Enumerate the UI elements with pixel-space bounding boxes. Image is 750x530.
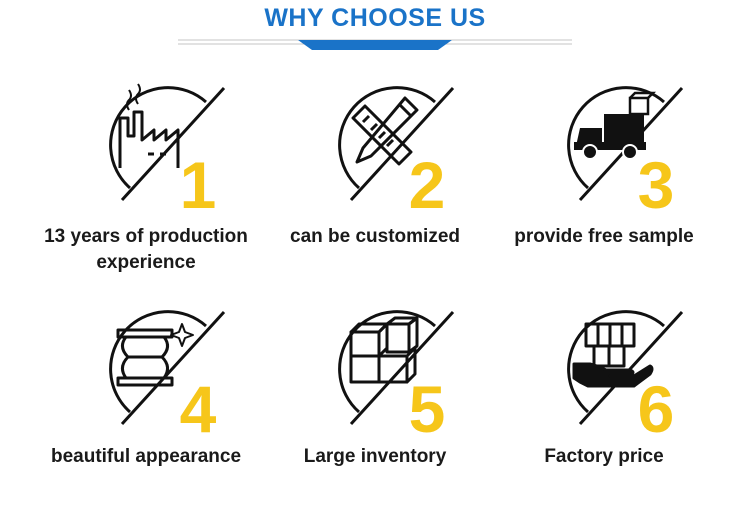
feature-number: 5 — [409, 372, 446, 446]
feature-label: provide free sample — [514, 226, 694, 247]
feature-number: 6 — [638, 372, 675, 446]
page-title: WHY CHOOSE US — [264, 4, 486, 32]
feature-customized: 2 can be customized — [255, 76, 495, 306]
feature-label: Large inventory — [303, 446, 447, 467]
feature-factory-price: 6 Factory price — [484, 300, 724, 530]
feature-large-inventory: 5 Large inventory — [255, 300, 495, 530]
feature-beautiful-appearance: 4 beautiful appearance — [26, 300, 266, 530]
feature-label: can be customized — [290, 226, 460, 247]
factory-icon — [118, 83, 180, 168]
feature-number: 3 — [638, 148, 675, 222]
feature-badge: 4 — [109, 310, 226, 446]
delivery-truck-icon — [574, 91, 657, 160]
feature-badge: 5 — [338, 310, 455, 446]
feature-badge: 3 — [567, 86, 684, 222]
title-divider — [178, 39, 572, 50]
feature-free-sample: 3 provide free sample — [484, 76, 724, 306]
rubber-joint-icon — [116, 323, 194, 387]
feature-production-experience: 1 13 years of production experience — [26, 76, 266, 306]
feature-number: 2 — [409, 148, 446, 222]
feature-label: 13 years of production experience — [44, 226, 248, 273]
feature-label: beautiful appearance — [50, 446, 242, 467]
feature-badge: 2 — [338, 86, 455, 222]
ruler-pencil-icon — [351, 96, 419, 166]
feature-label: Factory price — [544, 446, 664, 467]
feature-number: 1 — [180, 148, 217, 222]
feature-badge: 6 — [567, 310, 684, 446]
hand-boxes-icon — [572, 322, 654, 388]
feature-number: 4 — [180, 372, 217, 446]
stacked-boxes-icon — [349, 316, 419, 384]
feature-badge: 1 — [109, 83, 226, 222]
